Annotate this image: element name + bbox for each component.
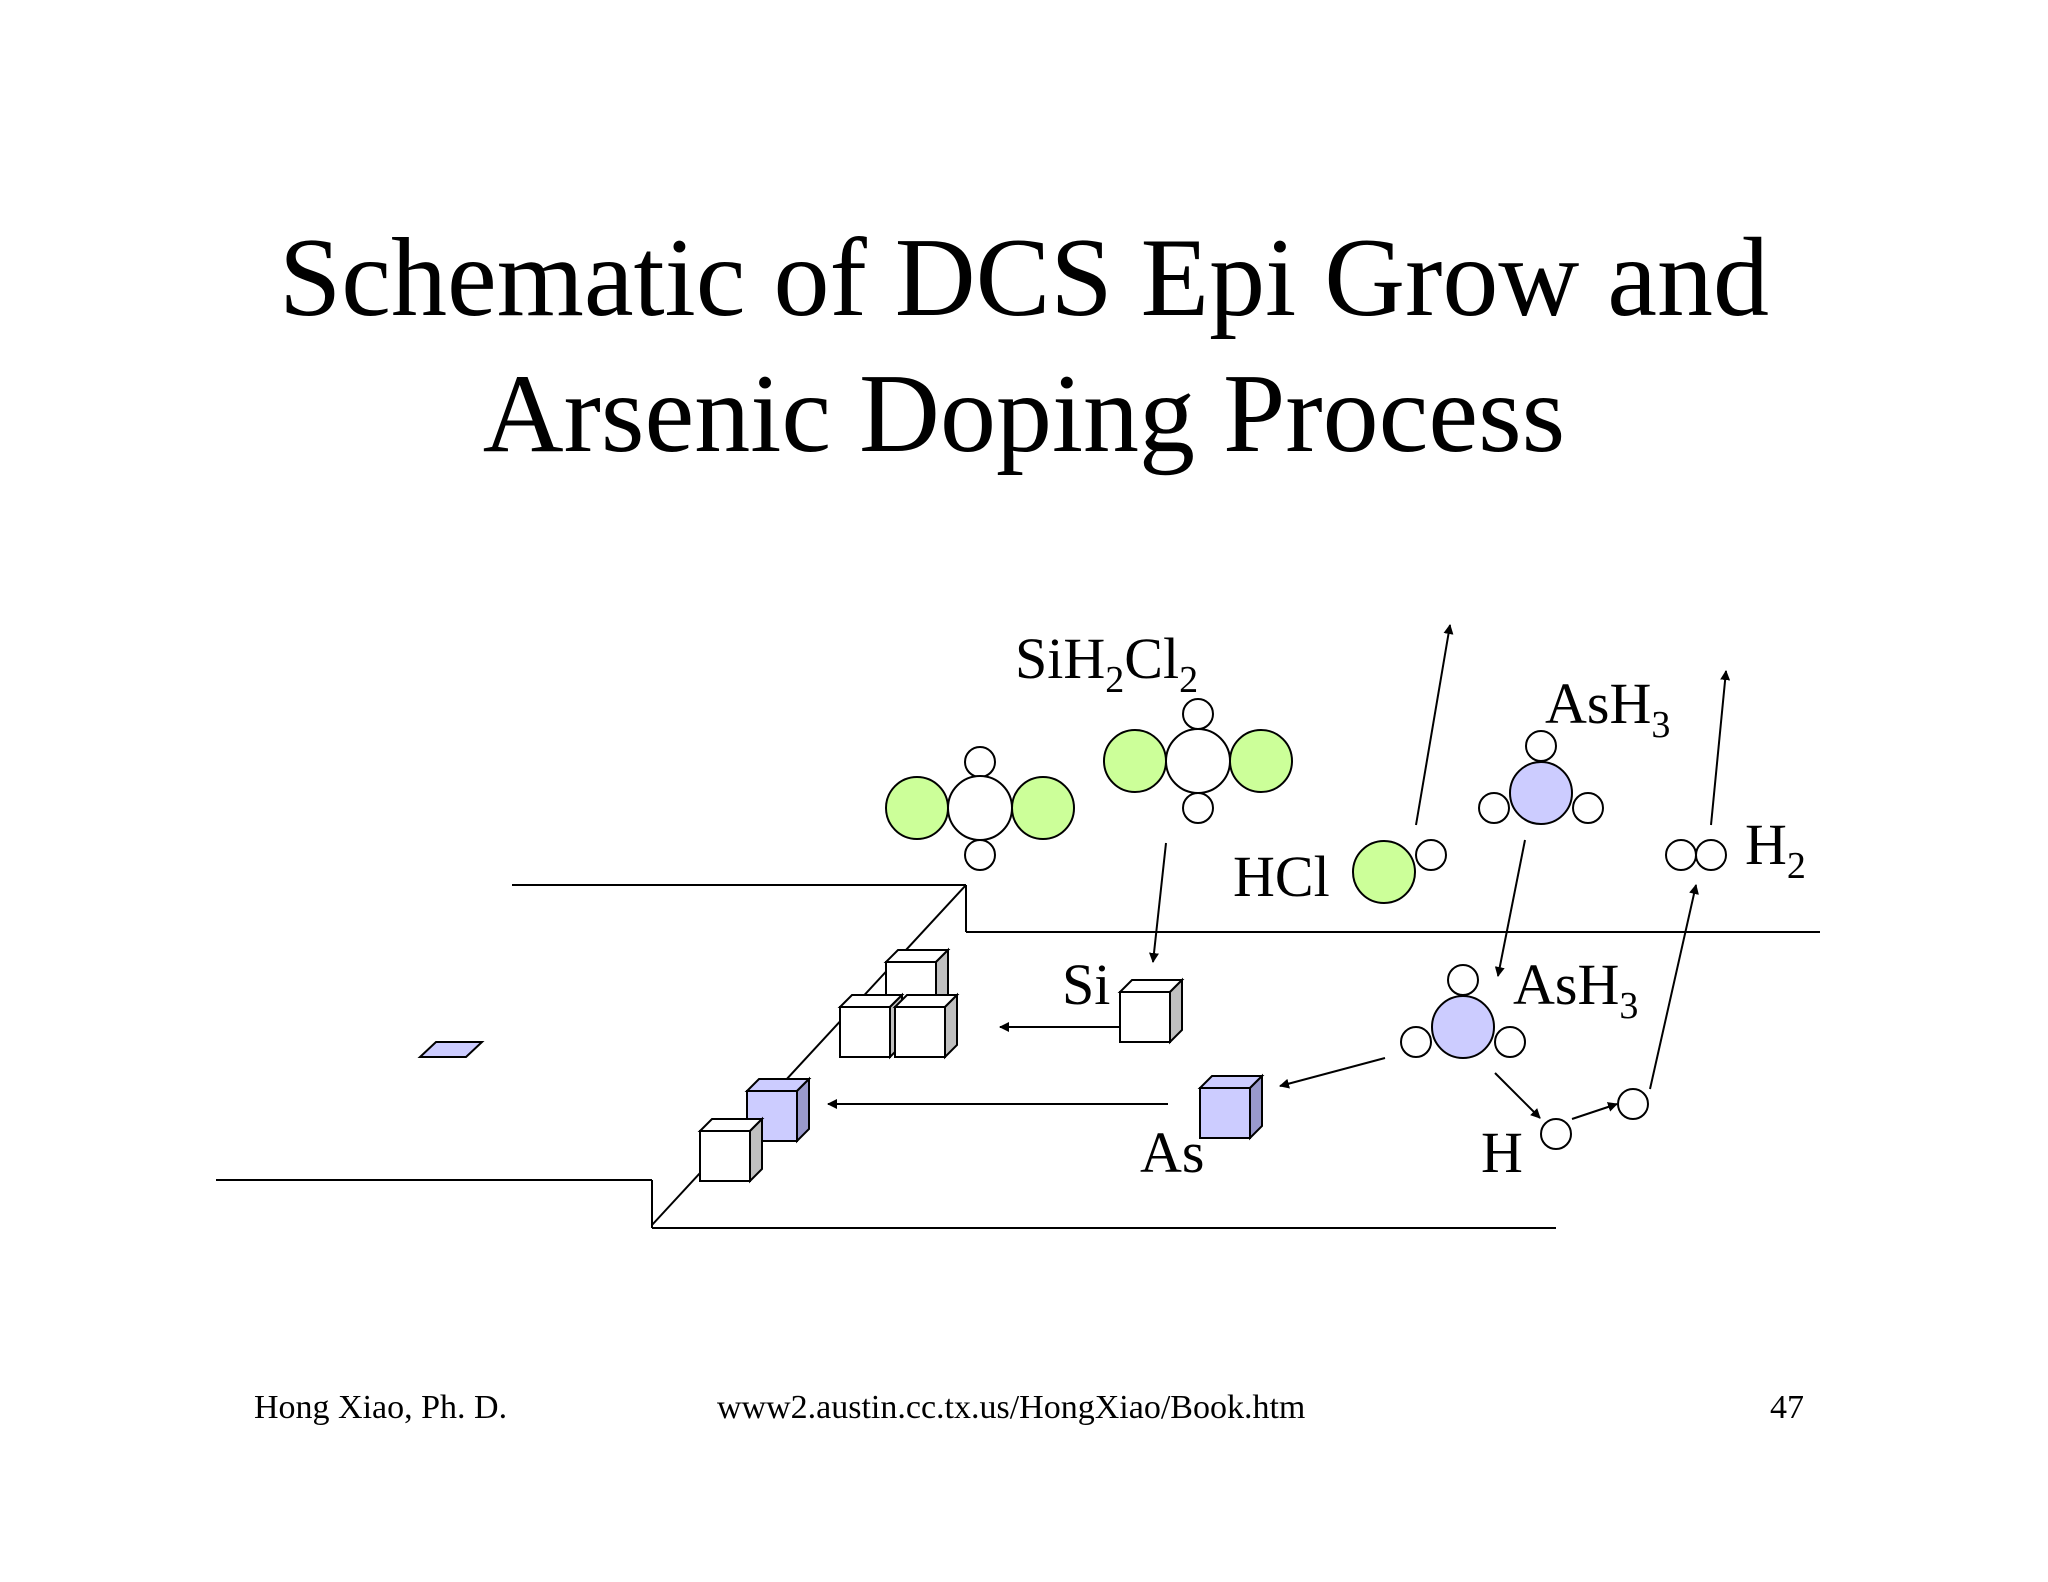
arrow-ash3-release-h: [1494, 1072, 1541, 1119]
hydrogen-atom: [1182, 698, 1214, 730]
arrow-h2-desorb: [1710, 670, 1731, 826]
h2-molecule: [1665, 839, 1727, 871]
reaction-arrows: [827, 624, 1731, 1120]
hydrogen-atom: [1695, 839, 1727, 871]
chlorine-atom: [1103, 729, 1167, 793]
arrow-h-combine: [1571, 1102, 1618, 1120]
chlorine-atom: [1352, 840, 1416, 904]
footer-url: www2.austin.cc.tx.us/HongXiao/Book.htm: [717, 1389, 1306, 1426]
arsenic-adatom-flat: [417, 1041, 485, 1058]
hydrogen-atom: [1494, 1026, 1526, 1058]
arrow-hcl-desorb: [1415, 624, 1454, 826]
chlorine-atom: [1011, 776, 1075, 840]
diagram-labels: SiH2Cl2 AsH3 HCl H2 Si AsH3 As H: [1015, 626, 1806, 1185]
hydrogen-atom: [964, 839, 996, 871]
slide-title: Schematic of DCS Epi Grow and Arsenic Do…: [0, 210, 2048, 482]
hcl-molecule: [1352, 839, 1447, 904]
footer-author: Hong Xiao, Ph. D.: [254, 1389, 508, 1426]
label-ash3-surface: AsH3: [1513, 952, 1638, 1027]
step-cube-mid-left: [839, 994, 903, 1058]
sih2cl2-molecule-left: [885, 746, 1075, 871]
label-h: H: [1481, 1120, 1523, 1185]
ash3-molecule-surface: [1400, 964, 1526, 1059]
arrow-h-to-h2: [1649, 884, 1699, 1090]
chlorine-atom: [1229, 729, 1293, 793]
label-hcl: HCl: [1233, 844, 1330, 909]
ash3-molecule-gas: [1478, 730, 1604, 825]
hydrogen-atom: [964, 746, 996, 778]
hydrogen-atom: [1400, 1026, 1432, 1058]
label-sih2cl2: SiH2Cl2: [1015, 626, 1198, 701]
wafer-surface: [216, 884, 1820, 1229]
silicon-cube: [1119, 979, 1183, 1043]
arrow-ash3-to-as: [1279, 1057, 1386, 1089]
title-line-1: Schematic of DCS Epi Grow and: [279, 216, 1769, 340]
sih2cl2-molecule: [1103, 698, 1293, 824]
hydrogen-atom-free: [1617, 1088, 1649, 1120]
hydrogen-atom: [1478, 792, 1510, 824]
label-si: Si: [1062, 952, 1110, 1017]
hydrogen-atom: [1182, 792, 1214, 824]
step-cube-bottom: [699, 1118, 763, 1182]
hydrogen-atom: [1665, 839, 1697, 871]
label-ash3-gas: AsH3: [1545, 671, 1670, 746]
arrow-ash3-adsorb: [1494, 839, 1526, 977]
chlorine-atom: [885, 776, 949, 840]
hydrogen-atom-free: [1540, 1118, 1572, 1150]
silicon-atom: [947, 775, 1013, 841]
footer-page-number: 47: [1770, 1389, 1804, 1426]
step-edge-atoms: [699, 949, 958, 1182]
hydrogen-atom: [1572, 792, 1604, 824]
hydrogen-atom: [1447, 964, 1479, 996]
step-cube-mid-right: [894, 994, 958, 1058]
arsenic-cube: [1199, 1075, 1263, 1139]
label-h2: H2: [1745, 812, 1806, 887]
label-as: As: [1140, 1120, 1204, 1185]
arsenic-atom: [1431, 995, 1495, 1059]
title-line-2: Arsenic Doping Process: [482, 352, 1566, 476]
arsenic-atom: [1509, 761, 1573, 825]
silicon-atom: [1165, 728, 1231, 794]
arrow-dcs-to-si: [1149, 842, 1167, 963]
hydrogen-atom: [1415, 839, 1447, 871]
